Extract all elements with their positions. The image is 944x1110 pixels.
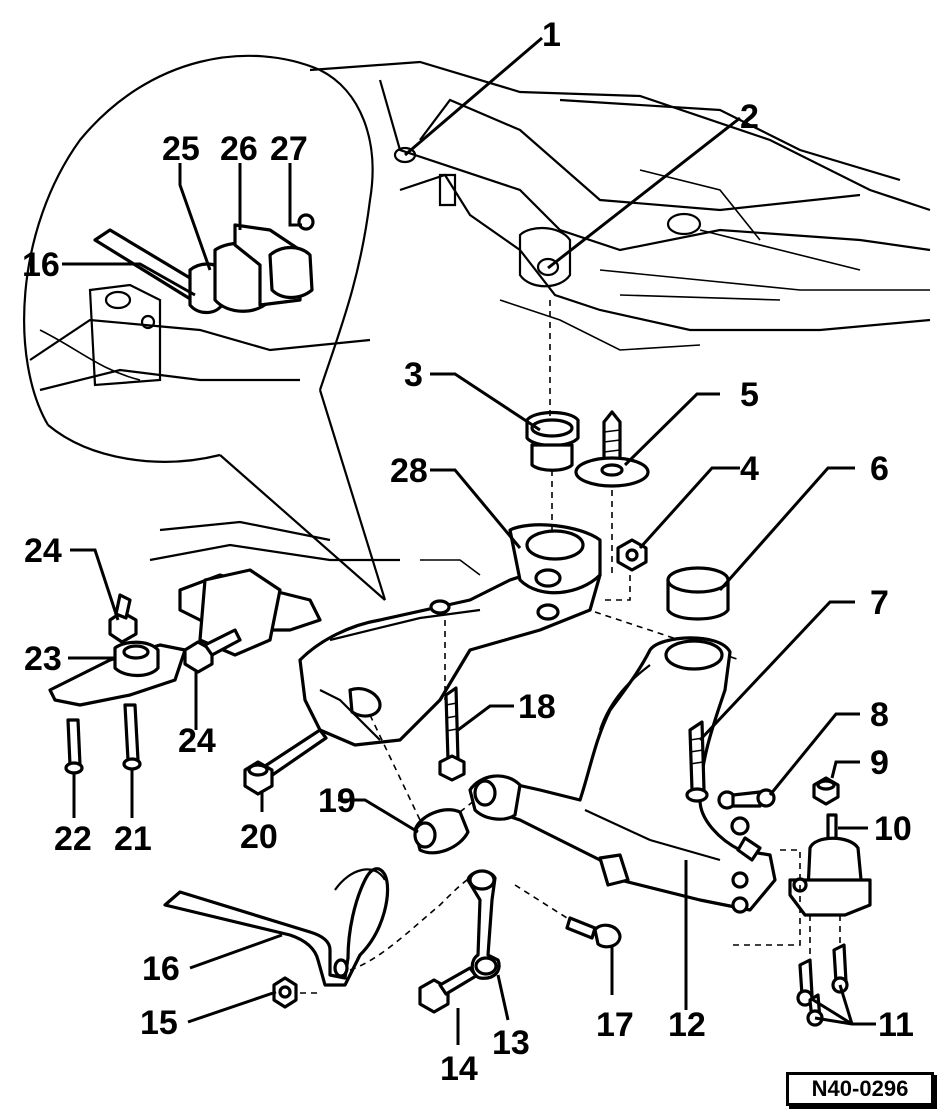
callout-20: 20 [240, 818, 278, 856]
callout-27: 27 [270, 130, 308, 168]
figure-reference-code: N40-0296 [786, 1072, 934, 1106]
ball-joint-nut [812, 776, 840, 806]
callout-24-upper: 24 [24, 532, 62, 570]
control-arm-rear-bush [666, 566, 730, 621]
mounting-bolt-with-washer [574, 410, 650, 575]
ball-joint [730, 813, 872, 946]
callout-16-detail: 16 [22, 246, 60, 284]
callout-16: 16 [142, 950, 180, 988]
callout-21: 21 [114, 820, 152, 858]
subframe-bolt-rear [243, 728, 328, 796]
bracket-assembly-left [48, 593, 242, 775]
self-locking-nut [600, 538, 648, 601]
callout-28: 28 [390, 452, 428, 490]
ball-joint-mounting-bolts [796, 915, 849, 1027]
callout-7: 7 [870, 584, 889, 622]
subframe [149, 520, 741, 747]
callout-23: 23 [24, 640, 62, 678]
callout-3: 3 [404, 356, 423, 394]
subframe-bolt-front [438, 686, 466, 782]
callout-22: 22 [54, 820, 92, 858]
callout-13: 13 [492, 1024, 530, 1062]
callout-5: 5 [740, 376, 759, 414]
callout-9: 9 [870, 744, 889, 782]
ball-joint-bolts [717, 788, 776, 862]
vehicle-body-floor [309, 60, 931, 351]
callout-6: 6 [870, 450, 889, 488]
callout-8: 8 [870, 696, 889, 734]
callout-25: 25 [162, 130, 200, 168]
callout-12: 12 [668, 1006, 706, 1044]
leader-lines [62, 36, 876, 1045]
callout-10: 10 [874, 810, 912, 848]
track-control-arm [468, 636, 777, 914]
callout-26: 26 [220, 130, 258, 168]
callout-2: 2 [740, 98, 759, 136]
anti-roll-bar [163, 867, 476, 987]
rubber-mounting-bush [525, 300, 580, 530]
callout-1: 1 [542, 16, 561, 54]
callout-24-lower: 24 [178, 722, 216, 760]
detail-magnifier-circle [23, 54, 387, 601]
callout-labels: 1 2 3 4 5 6 7 8 9 10 11 12 13 14 15 16 1… [22, 16, 914, 1088]
link-rod-nut [272, 976, 318, 1009]
callout-19: 19 [318, 782, 356, 820]
callout-11: 11 [878, 1006, 914, 1044]
control-arm-front-bush [369, 714, 476, 855]
coupling-rod-upper-bolt [514, 884, 622, 949]
callout-15: 15 [140, 1004, 178, 1042]
callout-4: 4 [740, 450, 759, 488]
callout-17: 17 [596, 1006, 634, 1044]
callout-14: 14 [440, 1050, 478, 1088]
callout-18: 18 [518, 688, 556, 726]
coupling-rod [466, 869, 501, 980]
coupling-rod-bolt [418, 966, 478, 1014]
